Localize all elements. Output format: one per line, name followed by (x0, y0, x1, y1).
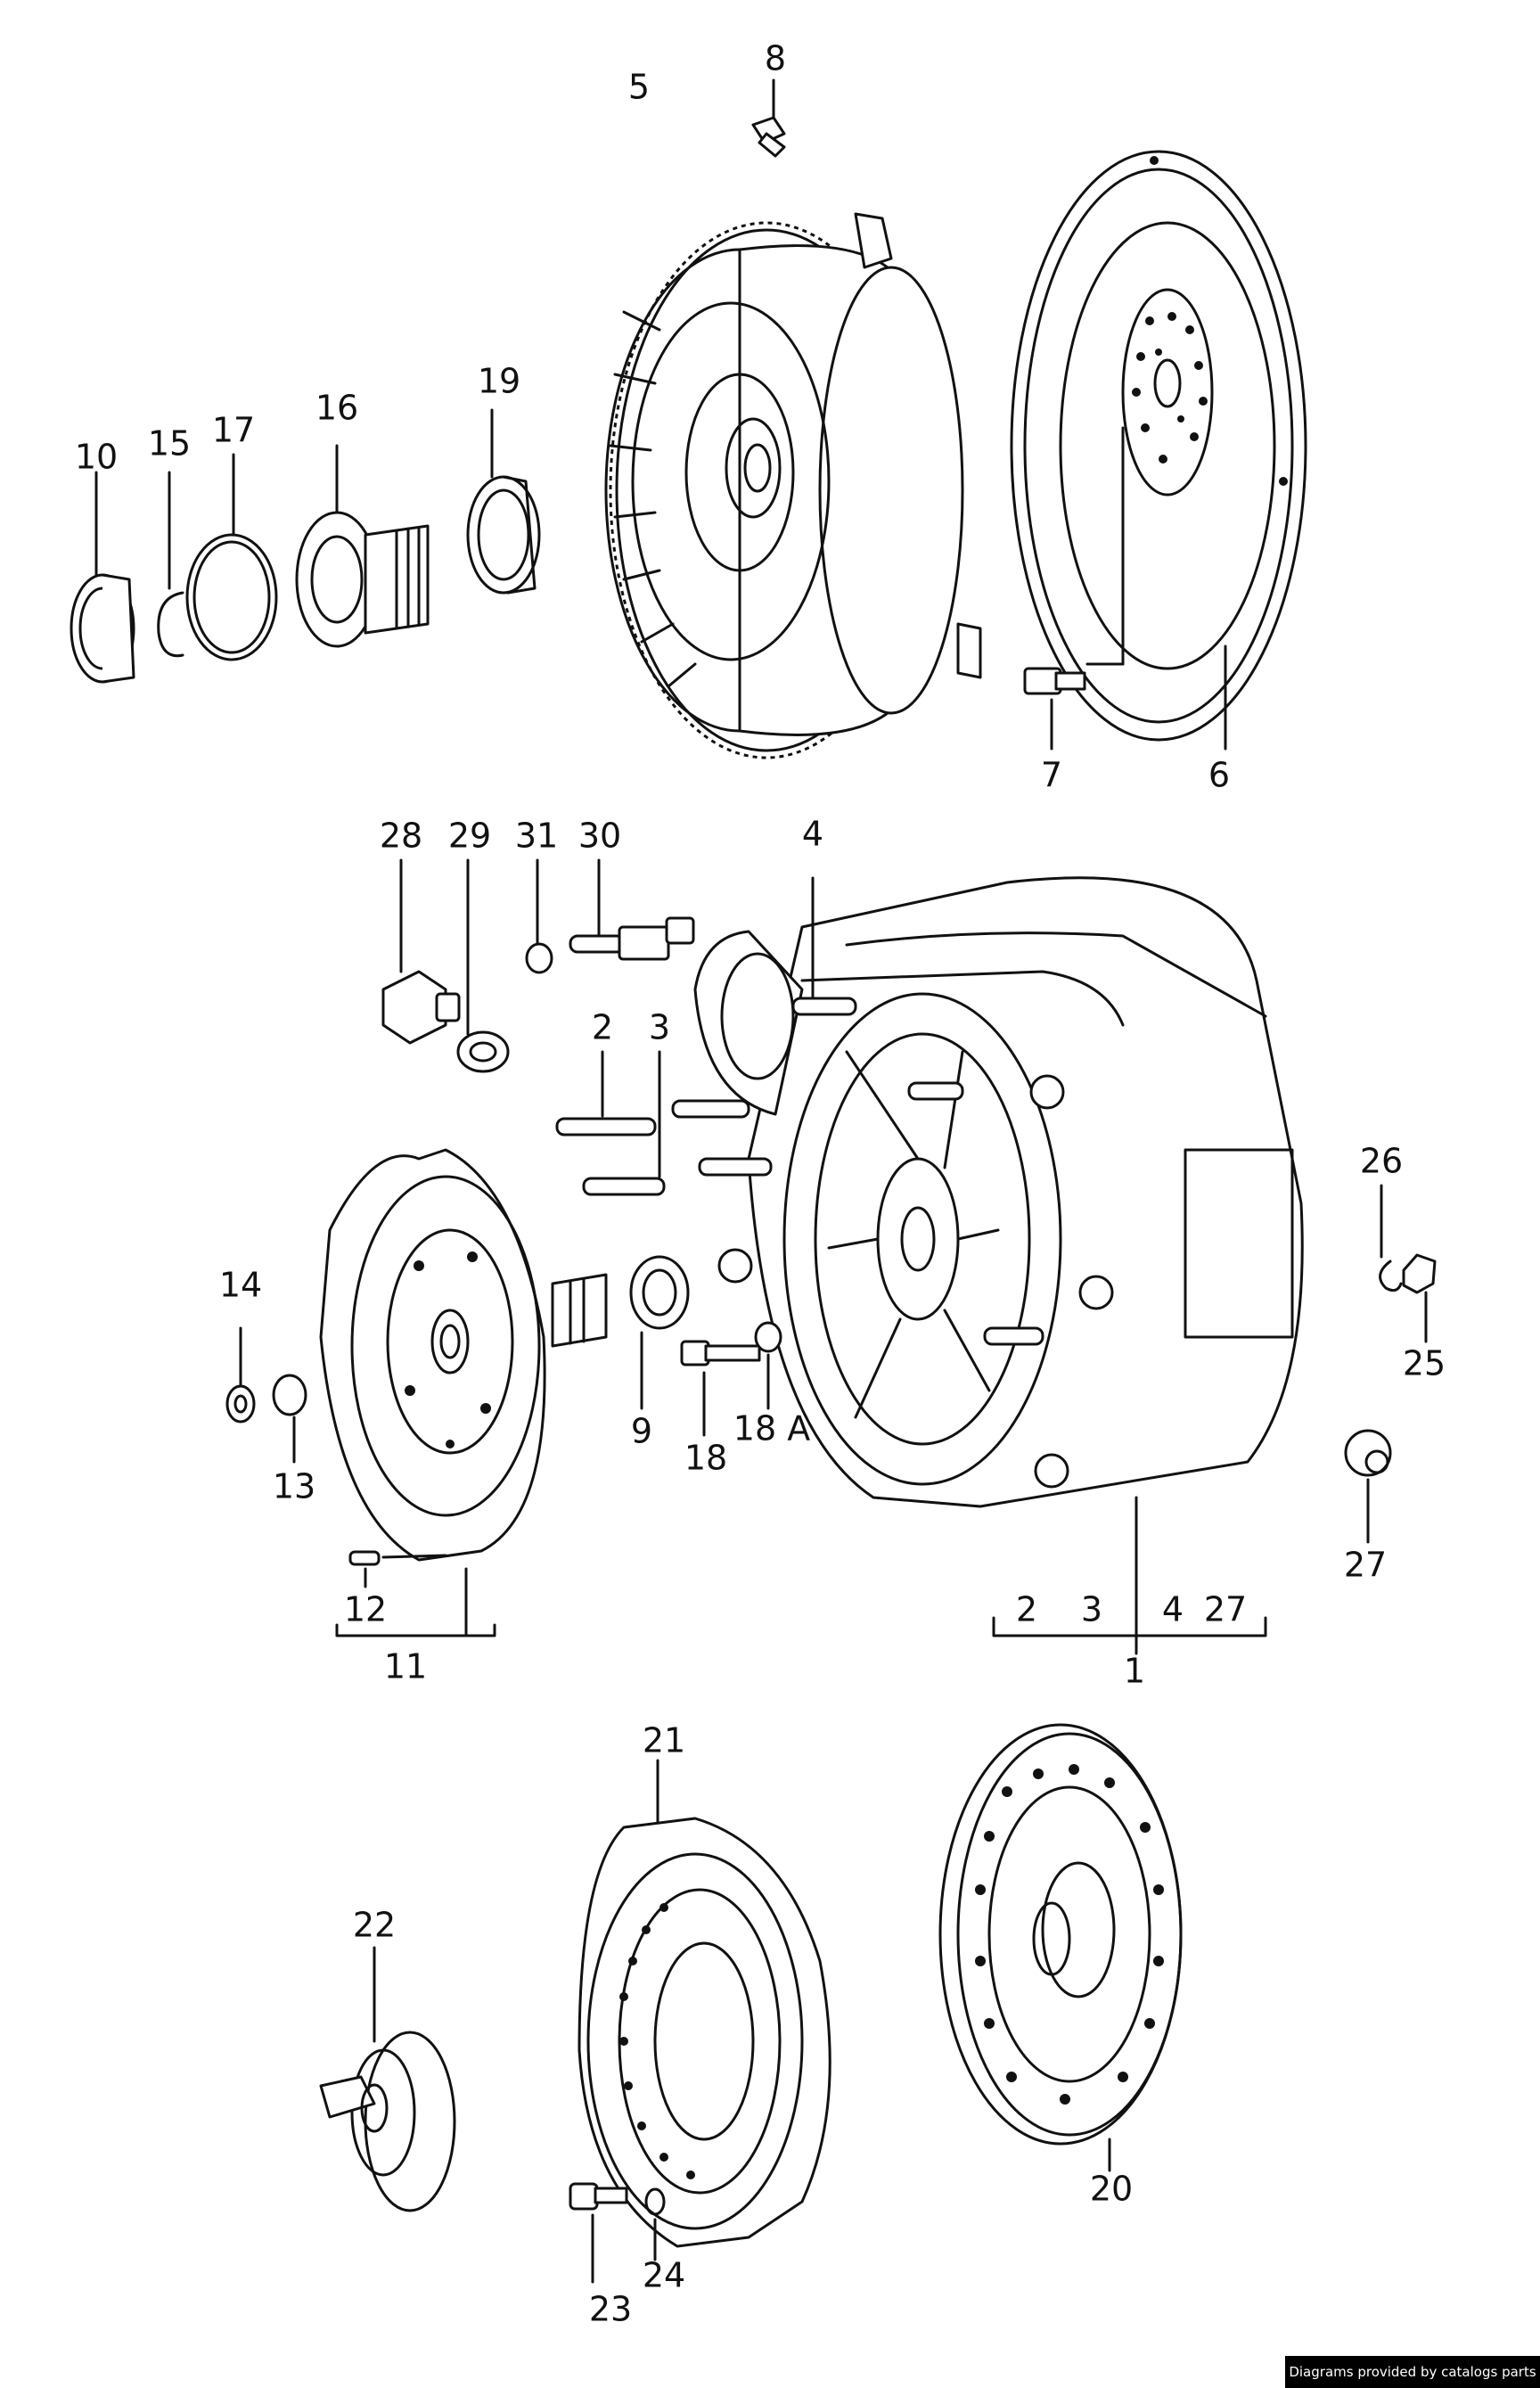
pin-part-12 (348, 1550, 447, 1588)
circlip-part-15 (157, 471, 184, 658)
callout-28: 28 (380, 817, 422, 856)
callout-22: 22 (353, 1906, 396, 1945)
shaft-part-16 (295, 444, 430, 648)
seal-part-19 (466, 408, 541, 595)
callout-30: 30 (578, 817, 621, 856)
callout-12: 12 (344, 1590, 387, 1629)
callout-14: 14 (219, 1266, 262, 1305)
callout-19: 19 (478, 362, 520, 401)
callout-4: 4 (802, 815, 823, 854)
bolt-part-18 (680, 1340, 761, 1437)
ring-part-17 (185, 453, 278, 661)
callout-25: 25 (1403, 1344, 1446, 1383)
callout-7: 7 (1041, 756, 1062, 795)
bearing-part-10 (70, 471, 135, 684)
nut-part-14 (225, 1326, 256, 1424)
callout-8: 8 (765, 39, 786, 78)
callout-labels: 5 8 10 15 17 16 19 7 6 28 29 31 30 4 2 3… (75, 39, 1446, 2329)
callout-group-2: 2 (1016, 1590, 1037, 1629)
sensor-part-30 (569, 858, 695, 961)
callout-group-4: 4 (1162, 1590, 1184, 1629)
seal-part-9 (629, 1255, 690, 1410)
callout-26: 26 (1360, 1142, 1403, 1181)
drive-plate-part-11 (319, 1148, 608, 1637)
callout-6: 6 (1208, 756, 1230, 795)
bolt-part-8 (751, 78, 786, 158)
callout-20: 20 (1090, 2170, 1133, 2209)
o-ring-part-31 (525, 858, 553, 974)
callout-16: 16 (315, 389, 358, 428)
callout-5: 5 (628, 68, 650, 107)
nut-part-25 (1402, 1253, 1437, 1343)
studs-parts-2-3-4 (555, 876, 1044, 1346)
callout-11: 11 (384, 1647, 427, 1686)
washer-part-29 (456, 858, 510, 1073)
release-bearing-part-22 (319, 1946, 456, 2212)
plug-part-28 (381, 858, 461, 1045)
bracket-part-1 (992, 1616, 1267, 1655)
lock-washer-part-26 (1379, 1184, 1403, 1292)
washer-part-24 (644, 2187, 666, 2261)
callout-group-3: 3 (1081, 1590, 1102, 1629)
callout-group-27: 27 (1204, 1590, 1247, 1629)
callout-21: 21 (643, 1721, 685, 1760)
callout-15: 15 (148, 424, 191, 464)
transmission-housing-part-1 (693, 876, 1304, 1646)
callout-18: 18 (684, 1439, 727, 1478)
callout-31: 31 (515, 817, 558, 856)
callout-9: 9 (631, 1412, 652, 1451)
flex-plate-part-6 (1010, 150, 1307, 751)
callout-13: 13 (273, 1467, 315, 1506)
bolt-part-23 (569, 2182, 628, 2284)
washer-part-18a (754, 1321, 782, 1410)
diagram-credit-footer: Diagrams provided by catalogs parts (1285, 2356, 1540, 2388)
callout-24: 24 (643, 2256, 685, 2295)
clutch-disc-part-20 (938, 1723, 1183, 2172)
callout-3: 3 (649, 1008, 670, 1047)
bushing-part-27 (1344, 1429, 1392, 1544)
bolt-part-7 (1023, 667, 1086, 751)
callout-17: 17 (212, 411, 255, 450)
pressure-plate-part-21 (578, 1759, 831, 2248)
bushing-part-13 (272, 1374, 307, 1464)
callout-29: 29 (448, 817, 491, 856)
callout-27: 27 (1344, 1546, 1387, 1585)
callout-18a: 18 A (733, 1409, 810, 1448)
callout-23: 23 (589, 2290, 632, 2329)
torque-converter-part-5 (604, 212, 982, 759)
callout-1: 1 (1124, 1652, 1145, 1691)
callout-10: 10 (75, 438, 118, 477)
callout-2: 2 (592, 1008, 613, 1047)
